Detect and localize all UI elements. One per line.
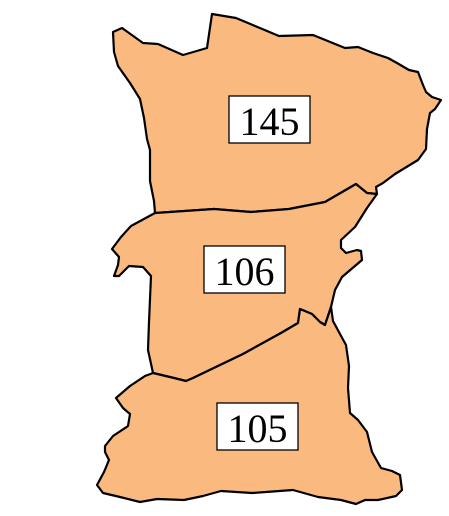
label-text-north: 145 — [240, 99, 300, 144]
label-region-south: 105 — [216, 402, 299, 451]
label-box-middle — [203, 245, 286, 294]
label-text-south: 105 — [228, 406, 288, 451]
label-region-middle: 106 — [203, 245, 286, 294]
label-box-south — [216, 402, 299, 451]
label-box-north — [228, 95, 311, 144]
label-text-middle: 106 — [215, 249, 275, 294]
label-region-north: 145 — [228, 95, 311, 144]
